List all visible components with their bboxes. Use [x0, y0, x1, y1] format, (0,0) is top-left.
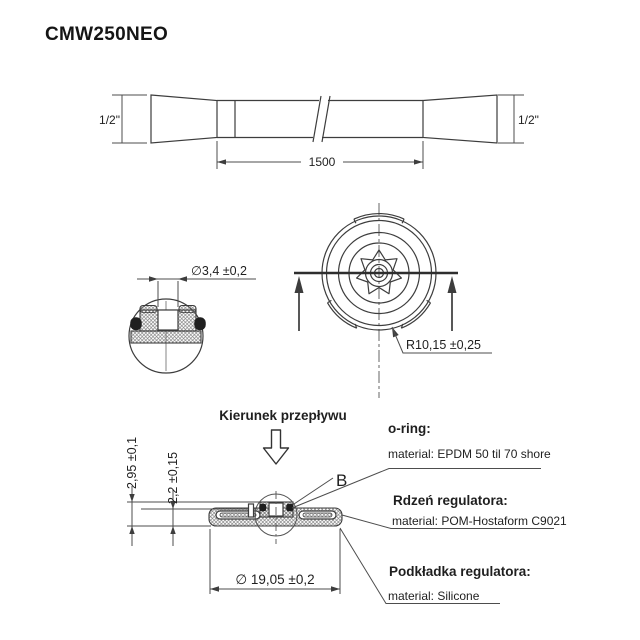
oring-right-section — [194, 317, 206, 331]
hole-diameter-dim-label: ∅3,4 ±0,2 — [191, 264, 247, 278]
flow-direction: Kierunek przepływu — [219, 408, 347, 465]
flow-down-arrow-icon — [262, 429, 290, 465]
left-cone-fitting — [150, 94, 218, 144]
bayonet-tabs — [326, 213, 432, 329]
left-thread-size-label: 1/2" — [99, 113, 120, 127]
washer-material: material: Silicone — [388, 589, 480, 603]
washer-leader-line — [339, 527, 500, 604]
oring-material: material: EPDM 50 til 70 shore — [388, 447, 551, 461]
oring-title: o-ring: — [388, 421, 431, 436]
detail-b-label: B — [336, 471, 347, 490]
radius-dim-label: R10,15 ±0,25 — [406, 338, 481, 352]
silicone-washer-section — [130, 330, 202, 344]
hose-length-dim-label: 1500 — [309, 155, 336, 169]
core-leader-line — [341, 514, 554, 529]
diameter-dim-label: ∅ 19,05 ±0,2 — [235, 572, 314, 587]
regulator-top-view: R10,15 ±0,25 — [294, 203, 492, 398]
flow-hole — [157, 309, 179, 331]
page-title: CMW250NEO — [45, 24, 169, 45]
oring-section-left — [259, 503, 267, 512]
material-annotations: o-ring: material: EPDM 50 til 70 shore R… — [291, 421, 567, 604]
radius-leader-arrow — [392, 327, 399, 338]
right-thread-size-label: 1/2" — [518, 113, 539, 127]
oring-leader-line — [291, 468, 541, 509]
view-direction-arrows — [294, 276, 457, 331]
core-title: Rdzeń regulatora: — [393, 493, 508, 508]
detail-b-enlarged-view: ∅3,4 ±0,2 — [128, 264, 256, 374]
star-core — [356, 249, 402, 295]
break-line — [312, 95, 322, 143]
height-body-dim-label: 2,2 ±0,15 — [166, 452, 180, 504]
washer-title: Podkładka regulatora: — [389, 564, 531, 579]
detail-circle — [128, 298, 204, 374]
right-cone-fitting — [422, 94, 498, 144]
flow-direction-label: Kierunek przepływu — [219, 408, 347, 423]
core-material: material: POM-Hostaform C9021 — [392, 514, 567, 528]
regulator-section-view: 2,95 ±0,1 2,2 ±0,15 B — [125, 437, 347, 594]
hose-view: 1/2" 1/2" 1500 — [99, 94, 539, 169]
height-total-dim-label: 2,95 ±0,1 — [125, 437, 139, 489]
oring-left-section — [130, 317, 142, 331]
break-line — [321, 95, 331, 143]
